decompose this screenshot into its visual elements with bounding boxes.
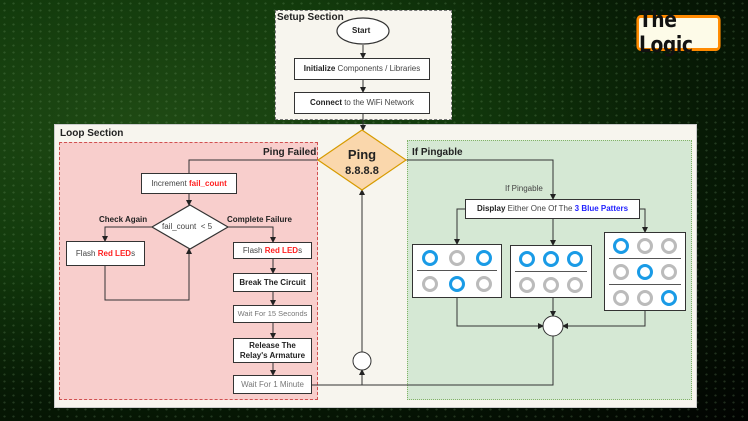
release-line1: Release The bbox=[249, 340, 296, 350]
blue-led-ring bbox=[475, 249, 492, 266]
flash-right-pre: Flash bbox=[242, 245, 265, 255]
release-line2: Relay's Armature bbox=[239, 350, 306, 360]
ping-line2: 8.8.8.8 bbox=[345, 165, 379, 177]
increment-var: fail_count bbox=[189, 178, 227, 188]
increment-fail-count-box: Increment fail_count bbox=[141, 173, 237, 194]
flash-left-pre: Flash bbox=[75, 248, 98, 258]
ping-line1: Ping bbox=[347, 147, 377, 162]
pattern-row bbox=[609, 233, 681, 259]
connect-rest: to the WiFi Network bbox=[341, 98, 414, 107]
complete-failure-label: Complete Failure bbox=[227, 215, 292, 224]
blue-led-ring bbox=[519, 250, 535, 267]
initialize-bold: Initialize bbox=[303, 64, 336, 73]
grey-led-ring bbox=[637, 289, 653, 306]
flash-red-leds-left-box: Flash Red LEDs bbox=[66, 241, 145, 266]
blue-led-ring bbox=[637, 263, 653, 280]
blue-led-ring bbox=[422, 249, 439, 266]
junction-circle bbox=[352, 351, 372, 371]
connect-wifi-box: Connect to the WiFi Network bbox=[294, 92, 430, 114]
the-logic-badge: The Logic bbox=[636, 8, 721, 58]
pattern-row bbox=[515, 272, 587, 297]
wait-1-minute-box: Wait For 1 Minute bbox=[233, 375, 312, 394]
grey-led-ring bbox=[613, 263, 629, 280]
grey-led-ring bbox=[519, 276, 535, 293]
initialize-rest: Components / Libraries bbox=[335, 64, 421, 73]
grey-led-ring bbox=[448, 249, 465, 266]
flash-red-leds-right-box: Flash Red LEDs bbox=[233, 242, 312, 259]
blue-led-ring bbox=[661, 289, 677, 306]
fail-count-decision bbox=[150, 204, 230, 250]
start-terminal bbox=[336, 17, 390, 45]
display-bold: Display bbox=[476, 204, 506, 213]
blue-pattern-2 bbox=[510, 245, 592, 298]
connect-bold: Connect bbox=[309, 98, 342, 107]
grey-led-ring bbox=[637, 237, 653, 254]
flash-right-post: s bbox=[298, 245, 303, 255]
check-again-label: Check Again bbox=[99, 215, 148, 224]
blue-pattern-1 bbox=[412, 244, 502, 298]
grey-led-ring bbox=[567, 276, 583, 293]
ping-failed-title: Ping Failed bbox=[263, 147, 317, 158]
if-pingable-title: If Pingable bbox=[412, 147, 463, 158]
grey-led-ring bbox=[543, 276, 559, 293]
pattern-row bbox=[609, 285, 681, 310]
break-circuit-box: Break The Circuit bbox=[233, 273, 312, 292]
start-label: Start bbox=[352, 26, 371, 35]
blue-pattern-3 bbox=[604, 232, 686, 311]
display-rest: Either One Of The bbox=[505, 204, 575, 213]
ping-decision bbox=[316, 129, 408, 191]
display-patterns-box: Display Either One Of The 3 Blue Patters bbox=[465, 199, 640, 219]
merge-circle bbox=[542, 315, 564, 337]
increment-pre: Increment bbox=[151, 178, 189, 188]
grey-led-ring bbox=[661, 263, 677, 280]
release-armature-box: Release The Relay's Armature bbox=[233, 338, 312, 363]
flash-left-post: s bbox=[131, 248, 136, 258]
blue-led-ring bbox=[613, 237, 629, 254]
loop-section-title: Loop Section bbox=[60, 128, 124, 139]
initialize-box: Initialize Components / Libraries bbox=[294, 58, 430, 80]
flash-left-red: Red LED bbox=[97, 248, 132, 258]
flash-right-red: Red LED bbox=[264, 245, 299, 255]
grey-led-ring bbox=[475, 275, 492, 292]
fail-count-condition: fail_count < 5 bbox=[162, 222, 213, 231]
blue-led-ring bbox=[543, 250, 559, 267]
pattern-row bbox=[417, 245, 497, 271]
pattern-row bbox=[417, 271, 497, 296]
pattern-row bbox=[609, 259, 681, 285]
setup-section-title: Setup Section bbox=[277, 12, 344, 23]
blue-led-ring bbox=[567, 250, 583, 267]
ping-label: Ping 8.8.8.8 bbox=[322, 147, 402, 179]
grey-led-ring bbox=[661, 237, 677, 254]
if-pingable-edge-label: If Pingable bbox=[505, 184, 543, 193]
display-blue: 3 Blue Patters bbox=[574, 204, 629, 213]
pattern-row bbox=[515, 246, 587, 272]
grey-led-ring bbox=[422, 275, 439, 292]
grey-led-ring bbox=[613, 289, 629, 306]
blue-led-ring bbox=[448, 275, 465, 292]
wait-15-seconds-box: Wait For 15 Seconds bbox=[233, 305, 312, 323]
